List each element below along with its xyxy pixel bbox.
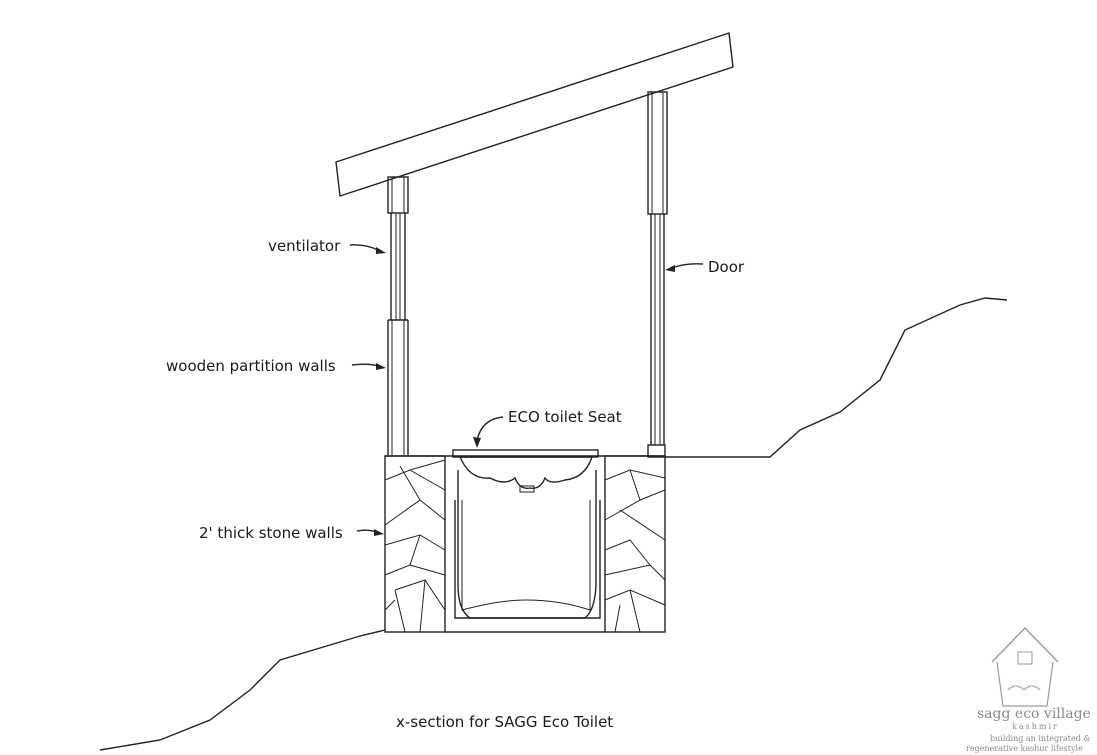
logo-name: sagg eco village (977, 706, 1091, 722)
ground-left (99, 629, 386, 751)
stone-leader (356, 529, 384, 536)
left-post-upper (387, 176, 409, 320)
right-door-frame (647, 214, 666, 458)
toilet-seat-label: ECO toilet Seat (508, 408, 622, 426)
ventilator-leader (349, 244, 386, 254)
stone-wall-right (604, 455, 666, 633)
seat-leader (473, 416, 504, 448)
door-leader (665, 263, 704, 272)
left-partition-wall (387, 319, 409, 455)
ground-right (665, 297, 1008, 458)
logo-tagline-1: building an integrated & (990, 734, 1090, 743)
logo-tagline-2: regenerative kashur lifestyle (966, 744, 1083, 753)
sagg-logo: sagg eco village kashmir building an int… (966, 626, 1091, 753)
door-label: Door (708, 258, 745, 276)
partition-leader (351, 363, 386, 370)
right-post-upper (647, 91, 668, 215)
stone-wall-left (384, 455, 446, 633)
toilet-pit (385, 455, 665, 633)
stone-walls-label: 2' thick stone walls (199, 524, 343, 542)
house-logo-icon (991, 626, 1059, 707)
eco-toilet-seat (452, 449, 599, 493)
roof (335, 32, 734, 197)
diagram-caption: x-section for SAGG Eco Toilet (396, 713, 613, 731)
logo-place: kashmir (1012, 722, 1059, 731)
ventilator-label: ventilator (268, 237, 341, 255)
partition-walls-label: wooden partition walls (166, 357, 336, 375)
